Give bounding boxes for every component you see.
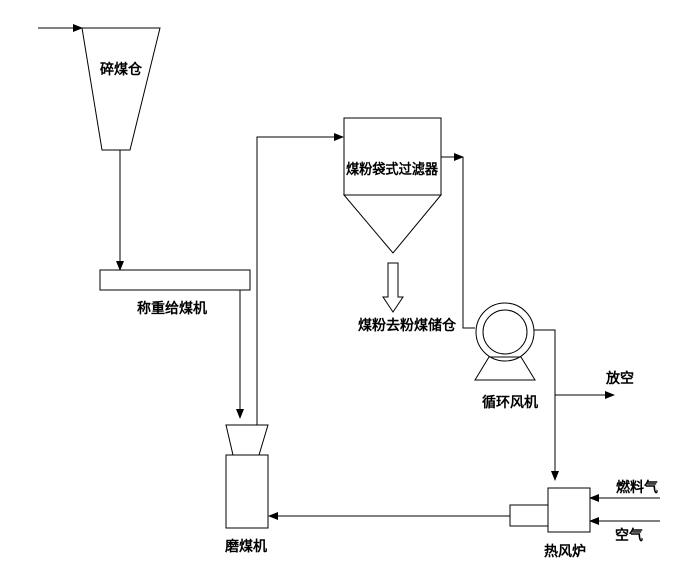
vent-label: 放空	[605, 370, 634, 387]
pulverized-coal-discharge-arrow	[382, 262, 404, 313]
fuel-gas-label: 燃料气	[616, 479, 658, 496]
bag-filter-shape	[343, 117, 442, 196]
hot-air-furnace-body-shape	[547, 487, 591, 533]
air-label: 空气	[615, 527, 643, 544]
fan-outlet-line	[534, 329, 559, 481]
coal-mill-label: 磨煤机	[225, 538, 267, 555]
filter-to-fan-line-down	[462, 157, 475, 329]
bag-filter-cone-shape	[342, 194, 443, 254]
bag-filter-label: 煤粉袋式过滤器	[346, 161, 439, 178]
weigh-feeder-shape	[99, 269, 251, 291]
coal-mill-body-shape	[225, 454, 269, 529]
circulating-fan-base	[474, 356, 536, 381]
crushed-coal-bin-shape	[81, 27, 161, 151]
to-pulverized-bin-label: 煤粉去粉煤储仓	[358, 317, 457, 334]
crushed-coal-bin-label: 碎煤仓	[100, 61, 143, 78]
circulating-fan-hub	[482, 309, 528, 355]
circulating-fan-label: 循环风机	[482, 394, 538, 411]
hot-air-furnace-nozzle-shape	[509, 504, 549, 527]
hot-air-furnace-label: 热风炉	[544, 543, 586, 560]
coal-mill-funnel-shape	[225, 424, 269, 456]
mill-to-filter-line	[256, 133, 344, 425]
circulating-fan-shape	[475, 302, 535, 362]
weigh-feeder-label: 称重给煤机	[137, 300, 207, 317]
